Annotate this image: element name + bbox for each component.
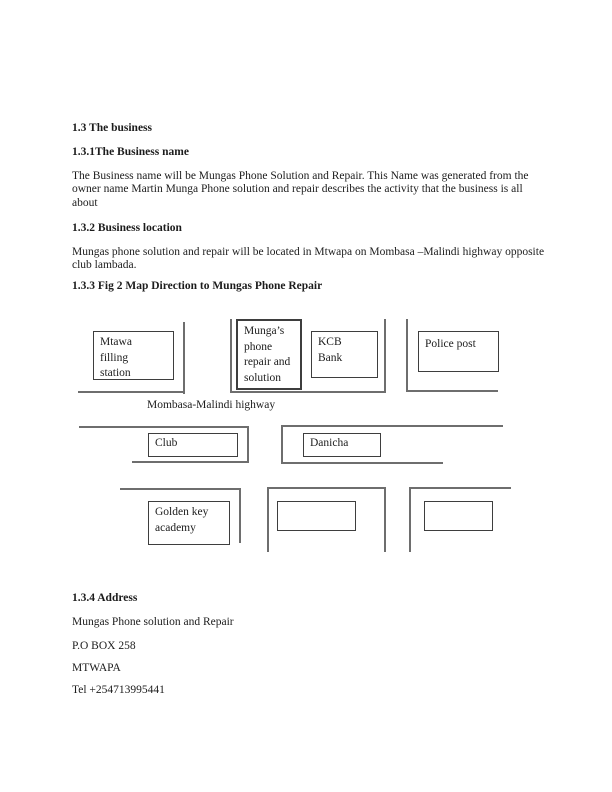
- map-box-empty-2: [424, 501, 493, 531]
- road-line: [183, 322, 185, 394]
- road-line: [230, 391, 386, 393]
- map-box-mungas-phone-repair: Munga’s phone repair and solution: [236, 319, 302, 390]
- highway-label: Mombasa-Malindi highway: [147, 399, 276, 411]
- map-box-police-post: Police post: [418, 331, 499, 372]
- section-heading-business-name: 1.3.1The Business name: [72, 146, 189, 158]
- map-box-empty-1: [277, 501, 356, 531]
- paragraph-business-name: The Business name will be Mungas Phone S…: [72, 170, 529, 209]
- road-line: [281, 462, 443, 464]
- address-line-po-box: P.O BOX 258: [72, 640, 136, 652]
- section-heading-the-business: 1.3 The business: [72, 122, 153, 134]
- road-line: [230, 319, 232, 393]
- map-box-danicha: Danicha: [303, 433, 381, 457]
- road-line: [132, 461, 249, 463]
- section-heading-address: 1.3.4 Address: [72, 592, 138, 604]
- map-box-kcb-bank: KCB Bank: [311, 331, 378, 378]
- map-box-club: Club: [148, 433, 238, 457]
- road-line: [267, 487, 386, 489]
- address-line-telephone: Tel +254713995441: [72, 684, 165, 696]
- road-line: [409, 487, 511, 489]
- road-line: [267, 488, 269, 552]
- road-line: [409, 487, 411, 552]
- road-line: [120, 488, 241, 490]
- section-heading-business-location: 1.3.2 Business location: [72, 222, 182, 234]
- address-line-town: MTWAPA: [72, 662, 121, 674]
- road-line: [384, 487, 386, 552]
- road-line: [78, 391, 184, 393]
- map-box-golden-key-academy: Golden key academy: [148, 501, 230, 545]
- road-line: [79, 426, 249, 428]
- map-box-mtawa-filling-station: Mtawa filling station: [93, 331, 174, 380]
- road-line: [384, 319, 386, 393]
- section-heading-map-figure: 1.3.3 Fig 2 Map Direction to Mungas Phon…: [72, 280, 323, 292]
- road-line: [281, 425, 503, 427]
- road-line: [281, 425, 283, 464]
- road-line: [239, 488, 241, 543]
- address-line-business-name: Mungas Phone solution and Repair: [72, 616, 234, 628]
- road-line: [406, 319, 408, 392]
- road-line: [247, 426, 249, 463]
- paragraph-business-location: Mungas phone solution and repair will be…: [72, 246, 545, 272]
- road-line: [406, 390, 498, 392]
